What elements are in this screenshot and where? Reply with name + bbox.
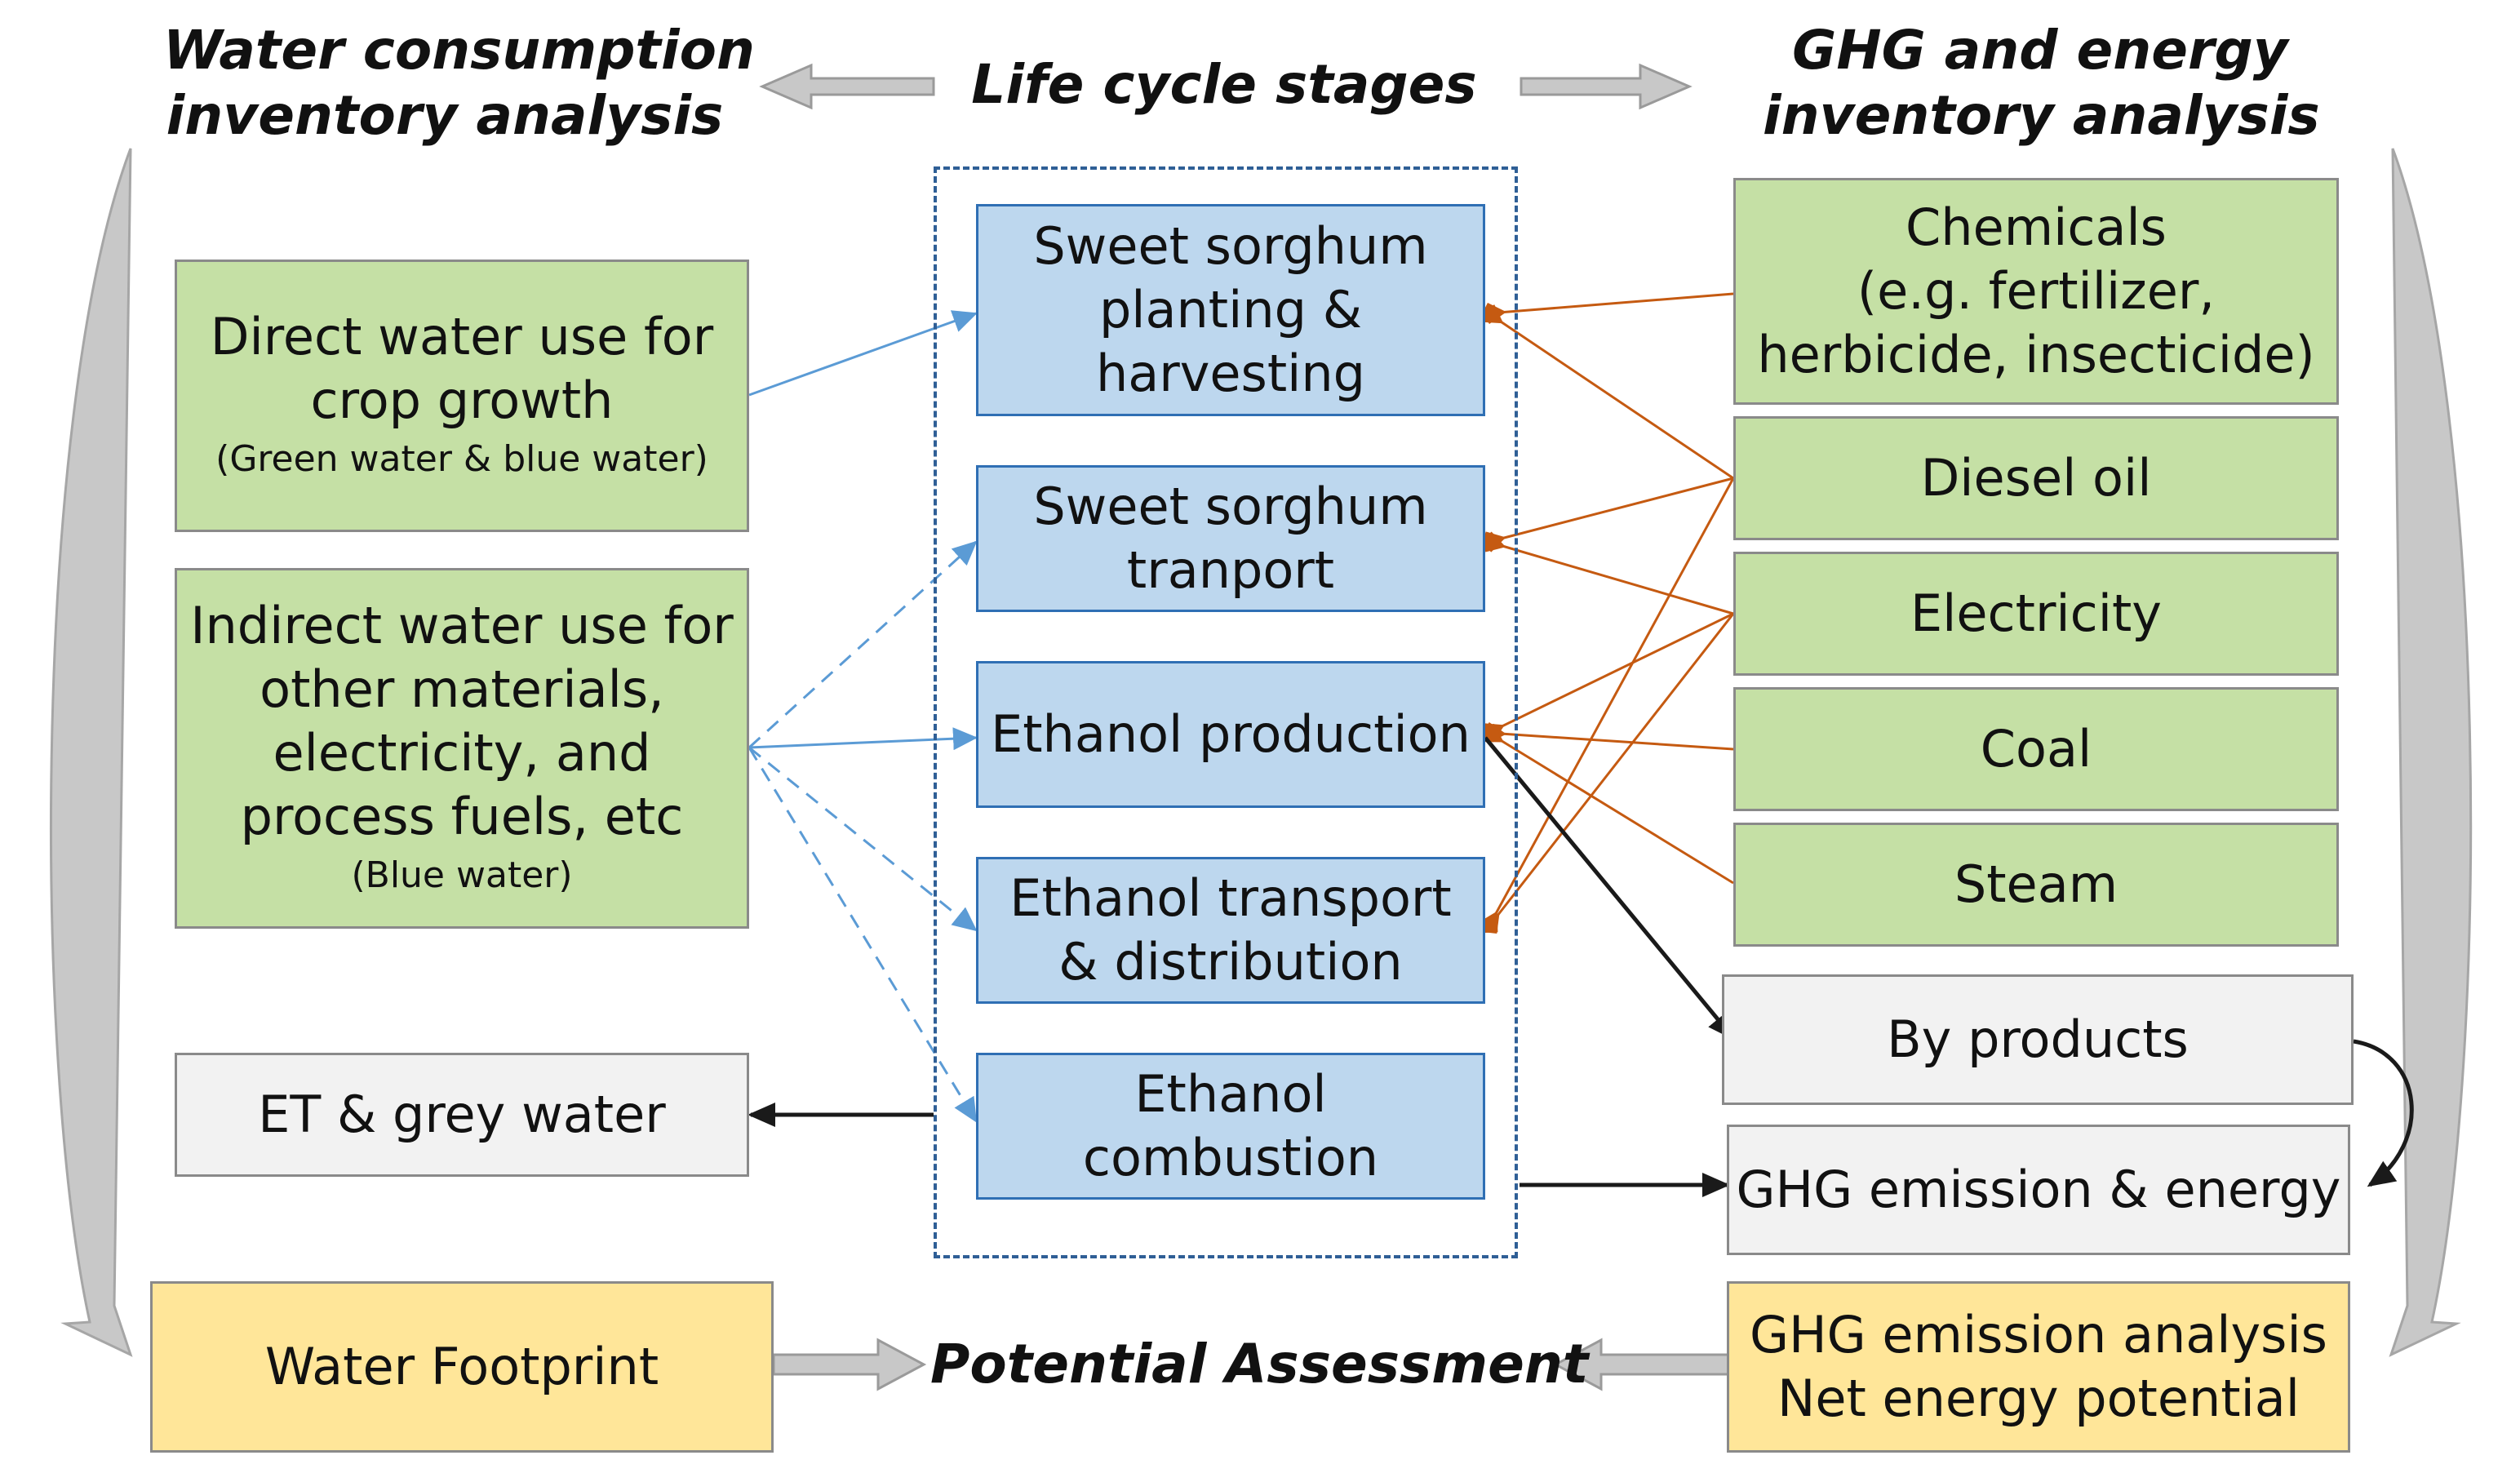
indirect-water-use-box: Indirect water use for other materials, … bbox=[175, 568, 749, 929]
arrow-indirect-to-production bbox=[748, 727, 978, 751]
arrow-steam-to-production bbox=[1483, 723, 1734, 885]
input-diesel-oil: Diesel oil bbox=[1733, 416, 2339, 540]
ghg-emission-energy-box: GHG emission & energy bbox=[1727, 1125, 2350, 1255]
block-arrow-to-ghg-heading bbox=[1520, 63, 1693, 110]
block-arrow-to-water-heading bbox=[759, 63, 935, 110]
water-footprint-box: Water Footprint bbox=[150, 1281, 774, 1453]
arrow-diesel-to-planting bbox=[1482, 304, 1734, 480]
heading-water-inventory: Water consumption inventory analysis bbox=[163, 19, 755, 147]
input-chemicals: Chemicals (e.g. fertilizer, herbicide, i… bbox=[1733, 178, 2339, 405]
stage-ethanol-combustion: Ethanol combustion bbox=[976, 1053, 1485, 1200]
input-coal: Coal bbox=[1733, 687, 2339, 811]
direct-water-use-box: Direct water use for crop growth (Green … bbox=[175, 260, 749, 532]
arrow-direct-water-to-planting bbox=[748, 310, 978, 397]
life-cycle-stages-frame bbox=[934, 166, 1518, 1258]
arrow-diesel-to-distribution bbox=[1479, 477, 1735, 934]
et-grey-water-box: ET & grey water bbox=[175, 1053, 749, 1177]
heading-ghg-inventory: GHG and energy inventory analysis bbox=[1763, 19, 2320, 147]
right-side-curve-arrow bbox=[2389, 148, 2473, 1357]
block-arrow-footprint-to-assessment bbox=[772, 1338, 927, 1391]
arrow-production-to-byproducts bbox=[1484, 736, 1736, 1041]
arrow-diesel-to-transport bbox=[1482, 477, 1734, 552]
arrow-electricity-to-production bbox=[1482, 612, 1734, 743]
input-electricity: Electricity bbox=[1733, 552, 2339, 676]
stage-ethanol-distribution: Ethanol transport & distribution bbox=[976, 857, 1485, 1004]
arrow-electricity-to-transport bbox=[1482, 531, 1734, 615]
ghg-analysis-box: GHG emission analysis Net energy potenti… bbox=[1727, 1281, 2350, 1453]
by-products-box: By products bbox=[1722, 974, 2354, 1105]
arrow-indirect-to-transport bbox=[748, 540, 978, 749]
arrow-chemicals-to-planting bbox=[1482, 292, 1734, 324]
input-steam: Steam bbox=[1733, 823, 2339, 947]
stage-ethanol-production: Ethanol production bbox=[976, 661, 1485, 808]
heading-potential-assessment: Potential Assessment bbox=[930, 1333, 1589, 1395]
heading-life-cycle-stages: Life cycle stages bbox=[971, 53, 1477, 116]
arrow-byproducts-to-ghg bbox=[2353, 1039, 2414, 1187]
left-side-curve-arrow bbox=[50, 148, 133, 1357]
arrow-electricity-to-distribution bbox=[1480, 613, 1735, 934]
arrow-coal-to-production bbox=[1482, 722, 1734, 751]
stage-planting-harvesting: Sweet sorghum planting & harvesting bbox=[976, 204, 1485, 416]
stage-sorghum-transport: Sweet sorghum tranport bbox=[976, 465, 1485, 612]
block-arrow-ghg-to-assessment bbox=[1552, 1338, 1732, 1391]
